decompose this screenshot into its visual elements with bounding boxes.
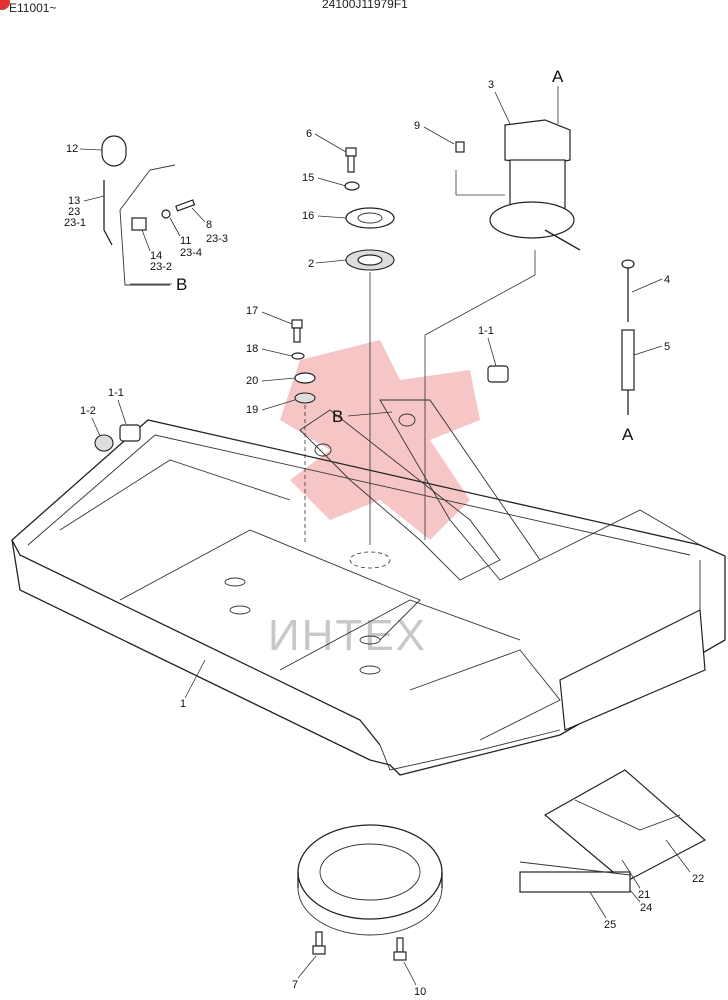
svg-text:18: 18 [246, 343, 258, 355]
part-number: 24100J11979F1 [322, 0, 408, 11]
plate-25 [519, 871, 631, 893]
callout-24: 24 [629, 889, 652, 914]
svg-text:2: 2 [308, 258, 314, 270]
callout-1-1-right: 1-1 [478, 325, 497, 367]
callout-5: 5 [633, 341, 670, 356]
callout-23a: 23 [68, 206, 80, 218]
callout-23-3: 23-3 [206, 233, 228, 245]
callout-3: 3 [488, 79, 511, 125]
callout-9: 9 [414, 120, 455, 145]
bushing-1-1-right [487, 365, 509, 383]
serial-range: E11001~ [9, 1, 57, 15]
corner-marker-icon [0, 0, 10, 10]
callout-4: 4 [631, 274, 670, 293]
callout-23-4: 23-4 [180, 247, 202, 259]
lever-13 [103, 180, 113, 246]
svg-text:20: 20 [246, 375, 258, 387]
svg-text:1: 1 [180, 698, 186, 710]
callout-23-2: 23-2 [150, 261, 172, 273]
nut-11 [161, 209, 171, 219]
callout-16: 16 [302, 210, 347, 222]
callout-19: 19 [246, 399, 296, 416]
svg-text:12: 12 [66, 143, 78, 155]
plate-20 [294, 372, 316, 384]
svg-text:9: 9 [414, 120, 420, 132]
watermark-logo-icon [280, 340, 480, 540]
callout-23-1: 23-1 [64, 217, 86, 229]
callout-7: 7 [292, 955, 317, 991]
callout-13: 13 [68, 195, 105, 207]
callout-1-1-left: 1-1 [108, 387, 127, 425]
bolt-6 [345, 147, 357, 173]
ref-b-left: B [176, 275, 187, 294]
callout-14: 14 [141, 229, 162, 262]
bolt-9 [455, 141, 465, 153]
callout-6: 6 [306, 128, 347, 153]
bushing-1-1-left [119, 424, 141, 442]
swivel-joint-assembly [489, 119, 581, 251]
callout-21: 21 [621, 859, 650, 901]
upper-frame [11, 399, 726, 776]
ref-a-bottom: A [622, 425, 634, 444]
svg-text:10: 10 [414, 986, 426, 998]
svg-text:8: 8 [206, 219, 212, 231]
svg-text:3: 3 [488, 79, 494, 91]
svg-text:13: 13 [68, 195, 80, 207]
callout-22: 22 [665, 839, 704, 885]
seal-1-2 [94, 434, 114, 452]
svg-text:1-2: 1-2 [80, 405, 96, 417]
svg-text:22: 22 [692, 873, 704, 885]
rod-4 [621, 259, 635, 322]
callout-1-2: 1-2 [80, 405, 101, 437]
bolt-7 [312, 931, 326, 955]
bolt-8 [175, 199, 196, 212]
ring-2 [345, 249, 395, 271]
callout-8: 8 [191, 207, 212, 231]
callout-1: 1 [180, 659, 206, 710]
svg-text:21: 21 [638, 889, 650, 901]
svg-text:11: 11 [180, 235, 191, 247]
svg-text:25: 25 [604, 919, 616, 931]
svg-text:7: 7 [292, 979, 298, 991]
svg-text:14: 14 [150, 250, 162, 262]
svg-text:17: 17 [246, 305, 258, 317]
washer-18 [291, 352, 305, 360]
callout-17: 17 [246, 305, 293, 325]
callout-18: 18 [246, 343, 293, 357]
svg-text:19: 19 [246, 404, 258, 416]
callout-11: 11 [169, 217, 191, 247]
svg-text:1-1: 1-1 [108, 387, 124, 399]
svg-text:4: 4 [664, 274, 670, 286]
callout-15: 15 [302, 172, 347, 187]
cover-assembly [519, 769, 707, 893]
svg-text:16: 16 [302, 210, 314, 222]
ring-16 [345, 207, 395, 229]
bolt-10 [393, 937, 407, 961]
callout-12: 12 [66, 143, 103, 155]
svg-text:24: 24 [640, 902, 652, 914]
callout-20: 20 [246, 375, 296, 387]
grip-12 [101, 135, 127, 167]
washer-15 [344, 181, 360, 191]
svg-text:6: 6 [306, 128, 312, 140]
callout-2: 2 [308, 258, 347, 270]
callout-10: 10 [403, 961, 426, 998]
washer-19 [294, 392, 316, 404]
bolt-17 [291, 319, 303, 343]
callout-25: 25 [589, 891, 616, 931]
ref-b-frame: B [332, 407, 343, 426]
svg-text:5: 5 [664, 341, 670, 353]
svg-text:1-1: 1-1 [478, 325, 494, 337]
tube-5 [621, 329, 635, 415]
watermark-text: ИНТЕХ [268, 611, 427, 660]
svg-text:15: 15 [302, 172, 314, 184]
ref-a-top: A [552, 67, 564, 86]
bracket-14 [131, 217, 147, 231]
swing-bearing [297, 824, 443, 936]
